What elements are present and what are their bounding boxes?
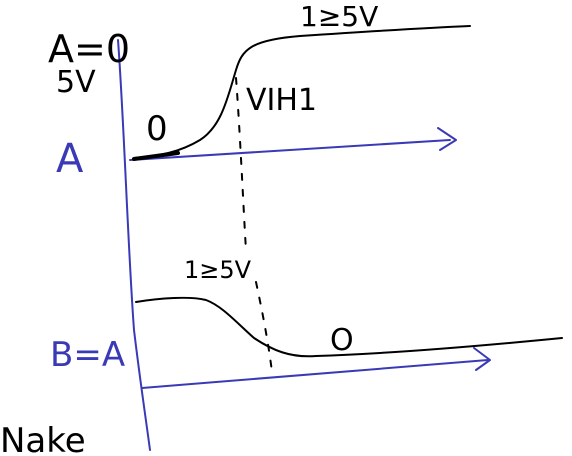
top-time-arrowhead — [437, 127, 457, 151]
label-high-bottom: 1≥5V — [184, 256, 252, 284]
vertical-axis — [117, 39, 151, 451]
bottom-time-axis — [141, 359, 489, 389]
label-bottom-text: Nake — [0, 421, 86, 456]
label-a-eq-0: A=0 — [48, 27, 130, 71]
top-waveform-low-start — [132, 151, 180, 161]
vih-dashed-guide — [235, 77, 247, 251]
label-high-top: 1≥5V — [300, 0, 378, 33]
bottom-waveform — [135, 296, 563, 358]
label-5v: 5V — [56, 65, 96, 100]
label-zero-top: 0 — [146, 109, 168, 149]
top-time-axis — [129, 139, 451, 161]
label-output-b: B=A — [50, 335, 125, 375]
output-dashed-guide — [255, 281, 273, 373]
top-waveform — [133, 25, 471, 159]
label-input-a: A — [56, 136, 84, 182]
bottom-time-arrowhead — [473, 347, 491, 371]
label-vih: VIH1 — [246, 83, 317, 118]
label-zero-bottom: O — [330, 323, 354, 358]
